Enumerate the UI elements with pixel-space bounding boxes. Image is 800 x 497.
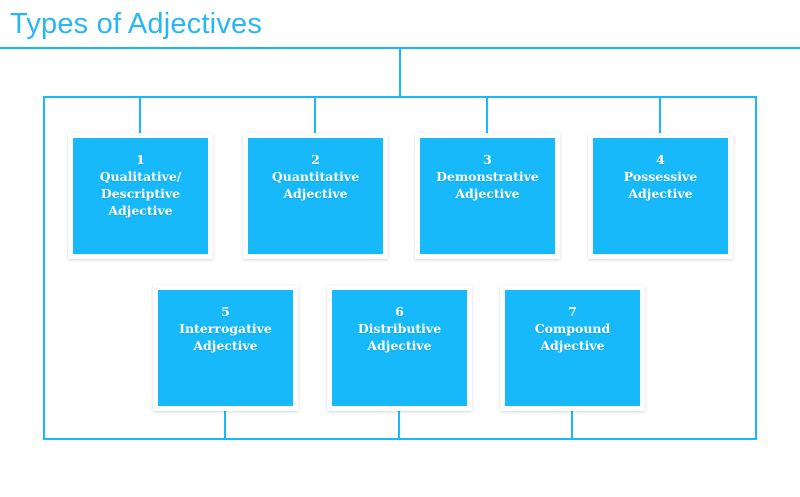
- node-card-3-number: 3: [483, 152, 492, 167]
- node-card-6[interactable]: 6 Distributive Adjective: [327, 285, 472, 411]
- connector-frame-rail: [43, 96, 757, 440]
- node-card-6-number: 6: [395, 304, 404, 319]
- connector-drop-node-1: [139, 98, 141, 133]
- node-card-7[interactable]: 7 Compound Adjective: [500, 285, 645, 411]
- node-card-6-body: 6 Distributive Adjective: [332, 290, 467, 406]
- node-card-3-body: 3 Demonstrative Adjective: [420, 138, 555, 254]
- node-card-7-body: 7 Compound Adjective: [505, 290, 640, 406]
- page-title: Types of Adjectives: [10, 8, 263, 40]
- node-card-4-body: 4 Possessive Adjective: [593, 138, 728, 254]
- node-card-4-number: 4: [656, 152, 665, 167]
- node-card-1[interactable]: 1 Qualitative/ Descriptive Adjective: [68, 133, 213, 259]
- node-card-4-label: Possessive Adjective: [623, 169, 698, 201]
- node-card-5-label: Interrogative Adjective: [179, 321, 272, 353]
- connector-drop-node-7: [571, 410, 573, 440]
- node-card-7-label: Compound Adjective: [534, 321, 611, 353]
- node-card-6-label: Distributive Adjective: [357, 321, 442, 353]
- connector-drop-node-3: [486, 98, 488, 133]
- node-card-5[interactable]: 5 Interrogative Adjective: [153, 285, 298, 411]
- connector-drop-node-6: [398, 410, 400, 440]
- node-card-7-number: 7: [568, 304, 577, 319]
- node-card-1-label: Qualitative/ Descriptive Adjective: [99, 169, 182, 218]
- node-card-2-body: 2 Quantitative Adjective: [248, 138, 383, 254]
- node-card-3-label: Demonstrative Adjective: [436, 169, 539, 201]
- connector-drop-node-2: [314, 98, 316, 133]
- connector-drop-node-5: [224, 410, 226, 440]
- node-card-2-number: 2: [311, 152, 320, 167]
- node-card-5-number: 5: [221, 304, 230, 319]
- node-card-3[interactable]: 3 Demonstrative Adjective: [415, 133, 560, 259]
- node-card-1-number: 1: [136, 152, 145, 167]
- node-card-1-body: 1 Qualitative/ Descriptive Adjective: [73, 138, 208, 254]
- connector-drop-node-4: [659, 98, 661, 133]
- node-card-4[interactable]: 4 Possessive Adjective: [588, 133, 733, 259]
- node-card-2[interactable]: 2 Quantitative Adjective: [243, 133, 388, 259]
- connector-root-stem: [399, 48, 401, 97]
- node-card-2-label: Quantitative Adjective: [271, 169, 360, 201]
- node-card-5-body: 5 Interrogative Adjective: [158, 290, 293, 406]
